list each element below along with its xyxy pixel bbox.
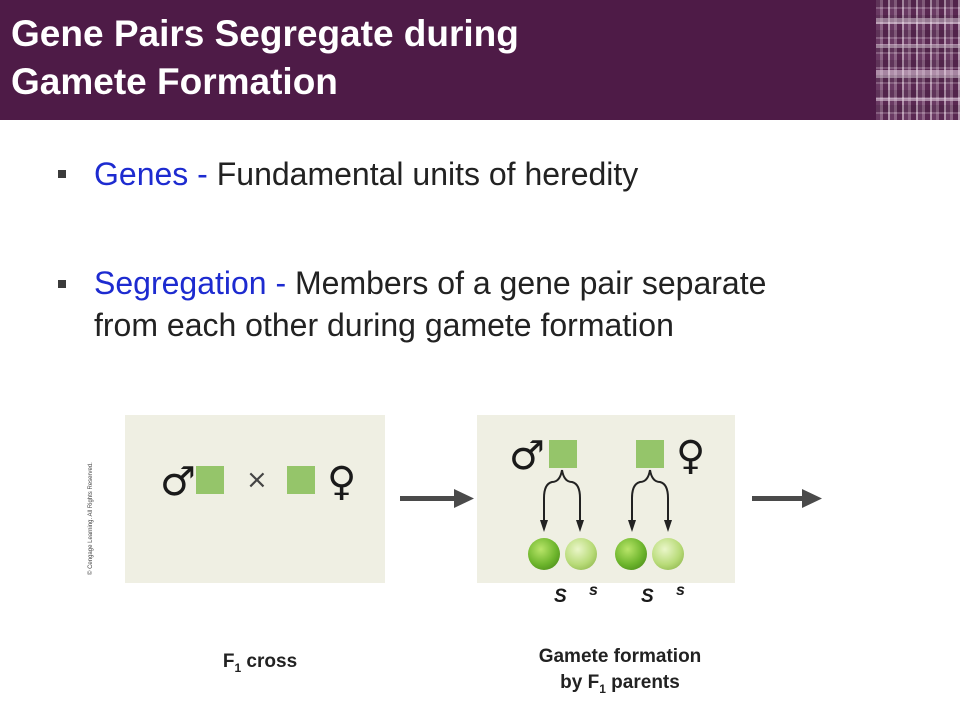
arrow-down-icon	[543, 469, 581, 522]
slide-title: Gene Pairs Segregate during Gamete Forma…	[11, 10, 519, 106]
caption-text: parents	[605, 672, 680, 693]
f1-cross-panel	[125, 415, 385, 583]
arrow-down-icon	[628, 520, 636, 532]
bullet-marker	[58, 280, 66, 288]
caption-text: F	[222, 651, 235, 672]
arrow-right-icon	[752, 489, 822, 508]
female-symbol-icon: ♀	[327, 459, 357, 505]
gamete-recessive	[652, 538, 684, 570]
gene-pair-square	[549, 440, 577, 468]
caption-text: cross	[241, 651, 298, 672]
caption-subscript: 1	[599, 681, 606, 696]
caption-text: by F	[560, 672, 600, 693]
arrow-right-icon	[400, 489, 474, 508]
bullet-separator: -	[266, 265, 296, 301]
slide-title-line1: Gene Pairs Segregate during	[11, 13, 519, 54]
bullet-definition: Fundamental units of heredity	[216, 156, 639, 192]
title-bar: Gene Pairs Segregate during Gamete Forma…	[0, 0, 960, 120]
arrow-down-icon	[576, 520, 584, 532]
male-symbol-icon: ♂	[509, 433, 545, 479]
gamete-formation-panel	[477, 415, 735, 583]
gamete-dominant	[615, 538, 647, 570]
gamete-dominant	[528, 538, 560, 570]
bullet-marker	[58, 170, 66, 178]
arrow-down-icon	[664, 520, 672, 532]
bullet-separator: -	[188, 156, 217, 192]
allele-label: s	[676, 582, 685, 599]
bullet-term: Genes	[94, 156, 189, 192]
caption-subscript: 1	[234, 660, 242, 675]
caption-line1: Gamete formation	[538, 646, 702, 667]
gamete-recessive	[565, 538, 597, 570]
arrow-down-icon	[540, 520, 548, 532]
allele-label: s	[589, 582, 598, 599]
bullet-definition-line1: Members of a gene pair separate	[295, 265, 767, 301]
header-decoration	[876, 0, 960, 120]
bullet-term: Segregation	[94, 265, 267, 301]
male-symbol-icon: ♂	[160, 459, 196, 505]
bullet-genes: Genes - Fundamental units of heredity	[94, 153, 934, 195]
bullet-segregation: Segregation - Members of a gene pair sep…	[94, 262, 934, 346]
gene-pair-square	[636, 440, 664, 468]
caption-gamete-formation: Gamete formation by F1 parents	[500, 644, 740, 702]
bullet-definition-line2: from each other during gamete formation	[94, 307, 674, 343]
allele-label: S	[554, 586, 567, 607]
gene-pair-square	[287, 466, 315, 494]
cross-icon: ×	[246, 465, 268, 495]
slide-title-line2: Gamete Formation	[11, 61, 338, 102]
female-symbol-icon: ♀	[676, 433, 706, 479]
arrow-down-icon	[631, 469, 669, 522]
caption-f1-cross: F1 cross	[160, 649, 360, 681]
allele-label: S	[641, 586, 654, 607]
gene-pair-square	[196, 466, 224, 494]
